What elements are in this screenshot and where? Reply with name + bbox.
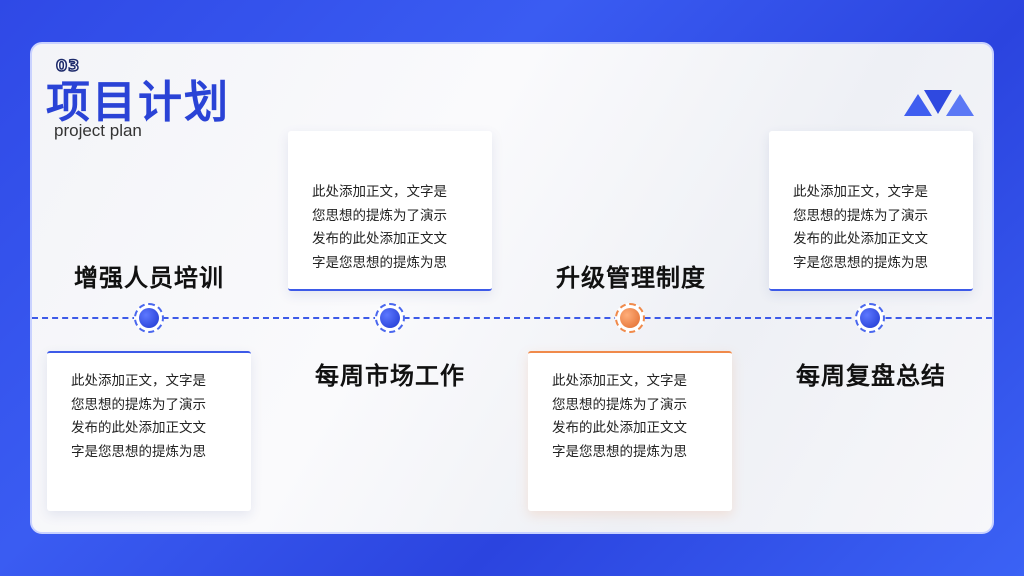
page-subtitle: project plan bbox=[54, 121, 142, 140]
step-4-heading: 每周复盘总结 bbox=[796, 362, 946, 390]
step-3-text: 此处添加正文，文字是 您思想的提炼为了演示 发布的此处添加正文文 字是您思想的提… bbox=[552, 373, 687, 460]
step-4-dot bbox=[860, 308, 880, 328]
triangles-logo-icon bbox=[904, 90, 974, 116]
step-3-dot bbox=[620, 308, 640, 328]
page-title: 项目计划 bbox=[46, 77, 230, 128]
step-2-card: 此处添加正文，文字是 您思想的提炼为了演示 发布的此处添加正文文 字是您思想的提… bbox=[288, 131, 492, 291]
step-1-heading: 增强人员培训 bbox=[74, 264, 224, 292]
section-number: 03 bbox=[55, 55, 81, 76]
step-4-card: 此处添加正文，文字是 您思想的提炼为了演示 发布的此处添加正文文 字是您思想的提… bbox=[769, 131, 973, 291]
step-1-node bbox=[134, 303, 164, 333]
step-1-text: 此处添加正文，文字是 您思想的提炼为了演示 发布的此处添加正文文 字是您思想的提… bbox=[71, 373, 206, 460]
step-2-dot bbox=[380, 308, 400, 328]
step-2-heading: 每周市场工作 bbox=[315, 362, 465, 390]
step-1-card: 此处添加正文，文字是 您思想的提炼为了演示 发布的此处添加正文文 字是您思想的提… bbox=[47, 351, 251, 511]
step-1-dot bbox=[139, 308, 159, 328]
step-2-node bbox=[375, 303, 405, 333]
step-3-card: 此处添加正文，文字是 您思想的提炼为了演示 发布的此处添加正文文 字是您思想的提… bbox=[528, 351, 732, 511]
step-3-node bbox=[615, 303, 645, 333]
step-4-node bbox=[855, 303, 885, 333]
step-4-text: 此处添加正文，文字是 您思想的提炼为了演示 发布的此处添加正文文 字是您思想的提… bbox=[793, 184, 928, 271]
step-2-text: 此处添加正文，文字是 您思想的提炼为了演示 发布的此处添加正文文 字是您思想的提… bbox=[312, 184, 447, 271]
step-3-heading: 升级管理制度 bbox=[556, 264, 706, 292]
timeline-line bbox=[32, 317, 992, 319]
